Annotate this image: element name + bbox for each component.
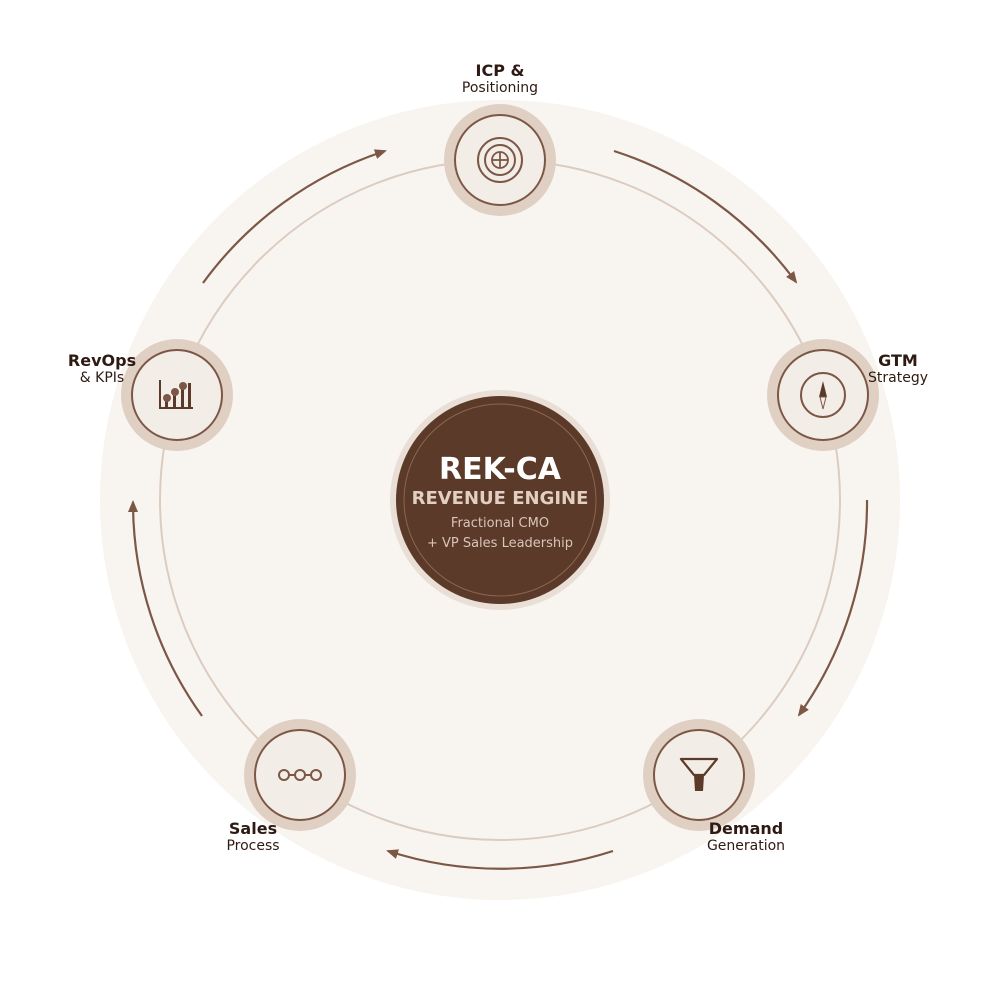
label-icp-title: ICP &: [475, 61, 525, 80]
label-demand-title: Demand: [708, 819, 784, 838]
label-sales: Sales Process: [203, 819, 303, 855]
hub-line-1: Fractional CMO: [450, 516, 550, 531]
label-revops-title: RevOps: [67, 351, 137, 370]
funnel-icon: [679, 757, 719, 791]
node-gtm: [767, 339, 879, 451]
node-demand: [643, 719, 755, 831]
cycle-arrow-demand-to-sales: [386, 849, 614, 870]
label-sales-subtitle: Process: [226, 838, 280, 855]
label-gtm-title: GTM: [878, 351, 918, 370]
engine-title: REVENUE ENGINE: [411, 488, 589, 509]
compass-icon: [800, 372, 846, 418]
label-sales-title: Sales: [228, 819, 278, 838]
hub-line-2: + VP Sales Leadership: [426, 536, 574, 551]
revenue-engine-hub: [390, 390, 610, 610]
cycle-arrow-gtm-to-demand: [797, 499, 869, 717]
label-revops-subtitle: & KPIs: [79, 370, 125, 387]
label-demand: Demand Generation: [686, 819, 806, 855]
bar-chart-icon: [159, 380, 193, 409]
brand-title: REK-CA: [439, 452, 561, 487]
cycle-arrow-sales-to-revops: [127, 500, 203, 717]
cycle-arrow-revops-to-icp: [202, 149, 387, 284]
node-sales: [244, 719, 356, 831]
node-revops: [121, 339, 233, 451]
node-icp: [444, 104, 556, 216]
cycle-arrow-icp-to-gtm: [613, 149, 798, 284]
pipeline-icon: [278, 769, 322, 781]
target-icon: [477, 137, 523, 183]
label-icp: ICP & Positioning: [440, 61, 560, 97]
label-gtm: GTM Strategy: [848, 351, 948, 387]
label-icp-subtitle: Positioning: [461, 80, 539, 97]
label-demand-subtitle: Generation: [706, 838, 786, 855]
label-gtm-subtitle: Strategy: [868, 370, 928, 387]
label-revops: RevOps & KPIs: [52, 351, 152, 387]
